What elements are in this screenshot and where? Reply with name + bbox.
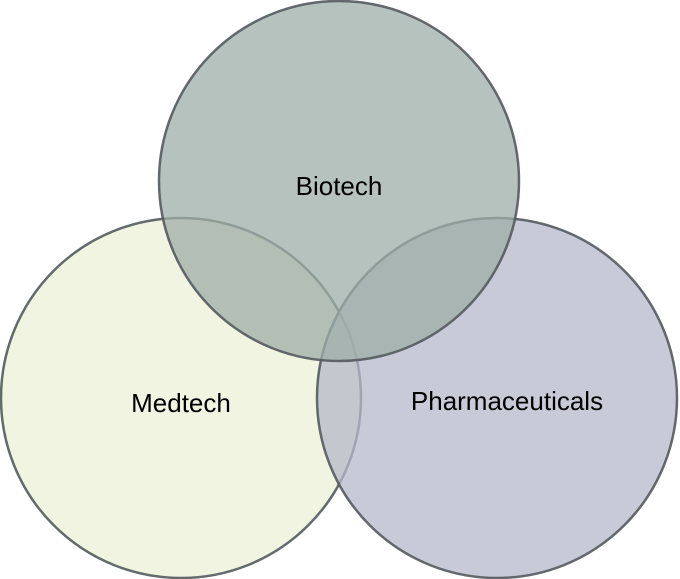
biotech-circle: [157, 0, 521, 363]
biotech-label: Biotech: [296, 171, 383, 201]
medtech-label: Medtech: [131, 388, 231, 418]
pharmaceuticals-label: Pharmaceuticals: [411, 386, 603, 416]
